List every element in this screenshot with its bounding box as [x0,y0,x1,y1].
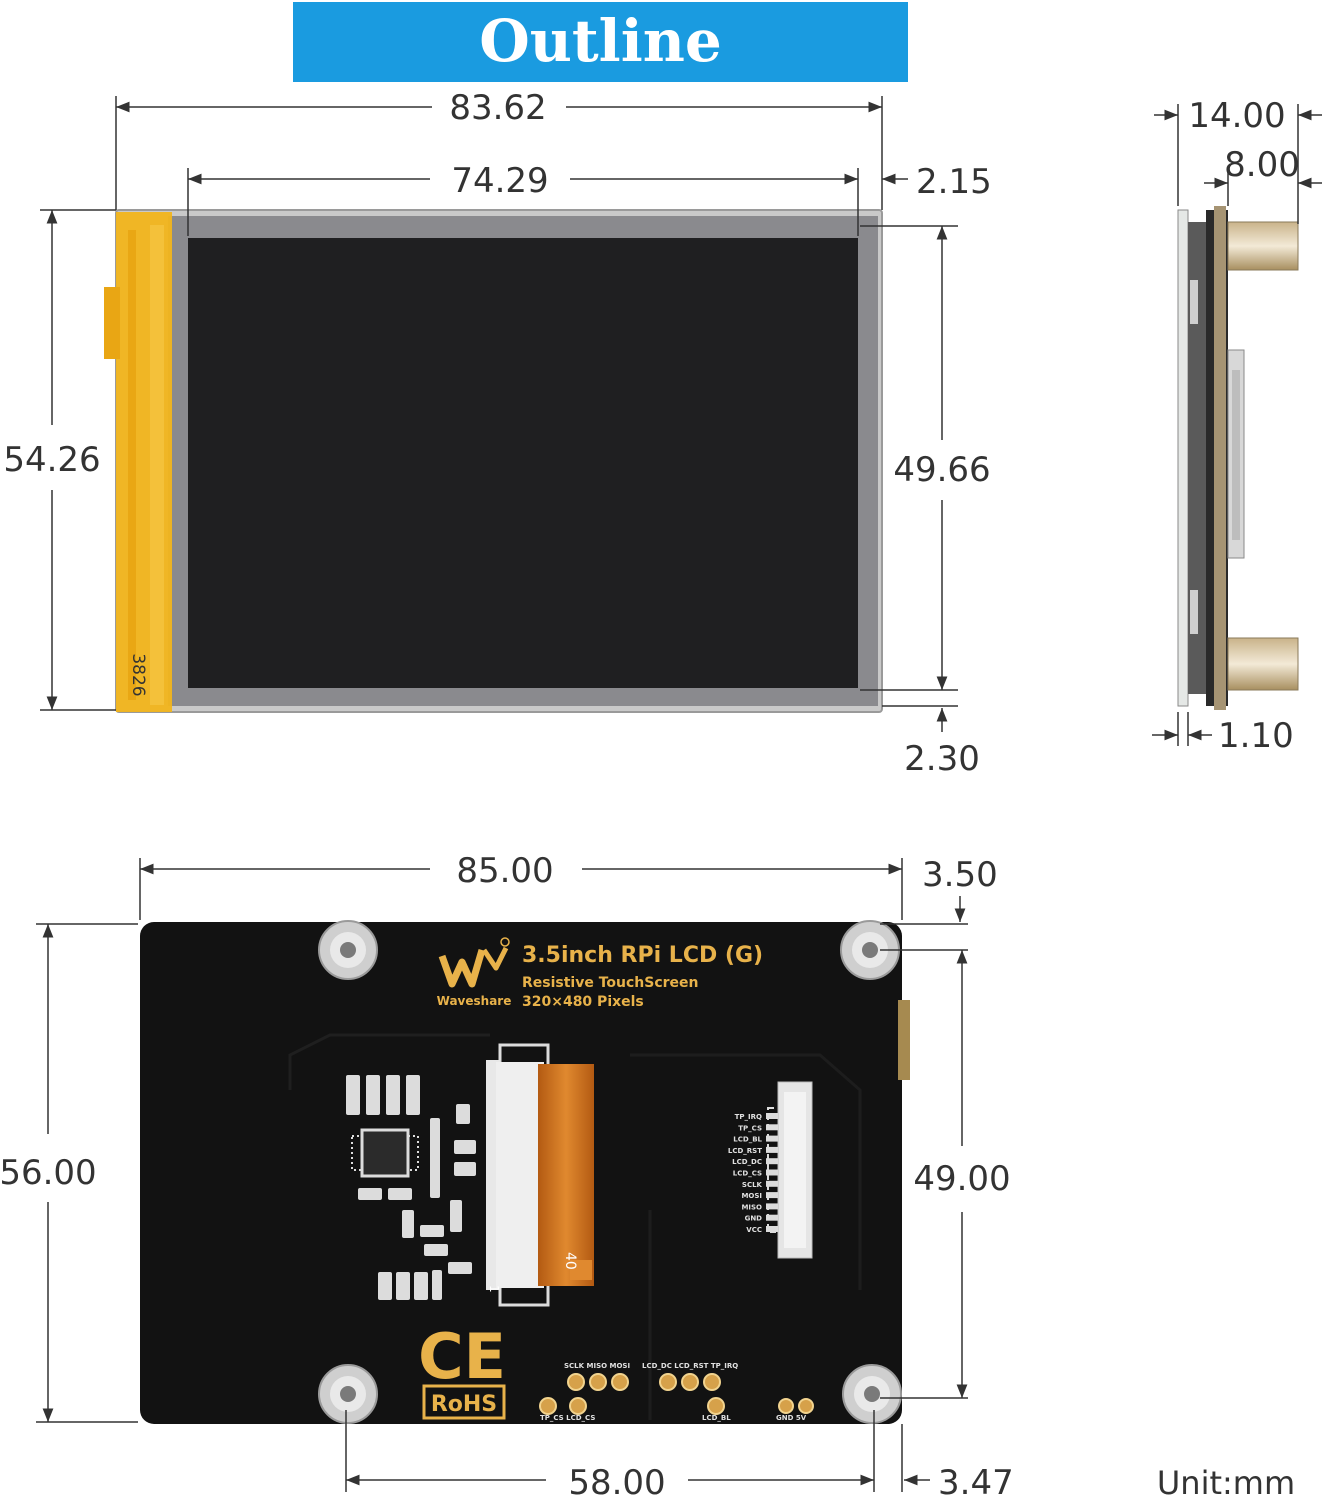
dim-back-hole-offset-right: 3.47 [938,1463,1014,1500]
product-subtitle-pixels: 320×480 Pixels [522,994,644,1010]
page-title: Outline Dimensions [410,7,791,153]
mount-hole-bottom-left [318,1364,378,1424]
dim-side-glass-thickness: 1.10 [1218,716,1294,756]
pin-pad [766,1169,778,1176]
mount-hole-bottom-right [842,1364,902,1424]
rohs-mark: RoHS [431,1392,497,1417]
rohs-box [422,1384,506,1420]
dim-back-hole-offset-top: 3.50 [922,855,998,895]
tape-tab [104,287,120,359]
pin-label: MOSI [741,1192,762,1200]
pin-label: TP_CS [738,1124,762,1132]
mount-hole-top-left [318,920,378,980]
dim-back-hole-spacing-vertical: 49.00 [913,1159,1010,1199]
dim-front-overall-width: 83.62 [449,88,546,128]
pin-label: TP_IRQ [735,1113,762,1121]
pin-pad [766,1192,778,1199]
dim-front-bottom-offset: 2.30 [904,739,980,779]
pin-pad [766,1180,778,1187]
ic-chip [351,1128,419,1178]
pin-pad [766,1158,778,1165]
unit-label: Unit:mm [1157,1464,1295,1500]
tape-label: 3826 [128,653,148,696]
side-view: 14.00 8.00 1.10 [1152,96,1322,756]
pin-label: LCD_CS [733,1170,762,1178]
dim-front-overall-height: 54.26 [3,440,100,480]
pad-labels-top-left: SCLK MISO MOSI [564,1362,630,1370]
pad-labels-bottom-mid: LCD_BL [702,1414,731,1422]
title-banner [293,2,908,82]
pin-label: VCC [746,1226,762,1234]
dim-back-overall-height: 56.00 [0,1153,97,1193]
dim-back-overall-width: 85.00 [456,851,553,891]
dim-side-connector-depth: 8.00 [1224,145,1300,185]
pin-label: LCD_RST [728,1147,762,1155]
side-glass [1177,209,1189,707]
dim-side-overall-depth: 14.00 [1188,96,1285,136]
lcd-active-area [188,238,858,688]
pin-pad [766,1214,778,1221]
pin-pad [766,1226,778,1232]
pin-label: GND [745,1215,763,1223]
front-view: 3826 83.62 74.29 2.15 54.26 49.66 2.30 [3,88,991,779]
dim-front-active-height: 49.66 [893,450,990,490]
pin-labels: TP_IRQ TP_CS LCD_BL LCD_RST LCD_DC LCD_CS SCLK… [728,1113,778,1234]
pin-pad [766,1113,778,1119]
pin-pad [766,1124,778,1131]
pin-pad [766,1146,778,1153]
waveshare-logo-icon [438,937,510,988]
touch-connector [767,1081,813,1259]
dim-back-hole-spacing-horizontal: 58.00 [568,1463,665,1500]
pin-label: SCLK [742,1181,763,1189]
smd-components [346,1075,476,1300]
pin-pad [766,1135,778,1142]
pad-labels-top-right: LCD_DC LCD_RST TP_IRQ [642,1362,738,1370]
side-lcd-body [1188,222,1206,694]
product-subtitle-touch: Resistive TouchScreen [522,975,699,991]
pin-pad [766,1203,778,1210]
ce-mark: CE [418,1320,506,1393]
brand-label: Waveshare [437,994,512,1008]
test-pads [539,1373,814,1415]
pad-labels-bottom-left: TP_CS LCD_CS [540,1414,595,1422]
side-standoff-top [1227,221,1299,271]
mount-hole-top-right [840,920,900,980]
pad-labels-bottom-right: GND 5V [776,1414,807,1422]
back-view: Waveshare 3.5inch RPi LCD (G) Resistive … [0,851,1014,1500]
pin-label: LCD_DC [732,1158,762,1166]
product-name: 3.5inch RPi LCD (G) [522,943,763,968]
pin-label: MISO [741,1203,762,1211]
fpc-label-40: 40 [562,1252,578,1270]
fpc-label-1: 1 [487,1285,501,1293]
side-standoff-bottom [1227,637,1299,691]
fpc-connector: 40 1 [486,1043,594,1307]
dim-front-active-width: 74.29 [451,161,548,201]
dim-front-right-offset: 2.15 [916,162,992,202]
pin-label: LCD_BL [733,1136,762,1144]
